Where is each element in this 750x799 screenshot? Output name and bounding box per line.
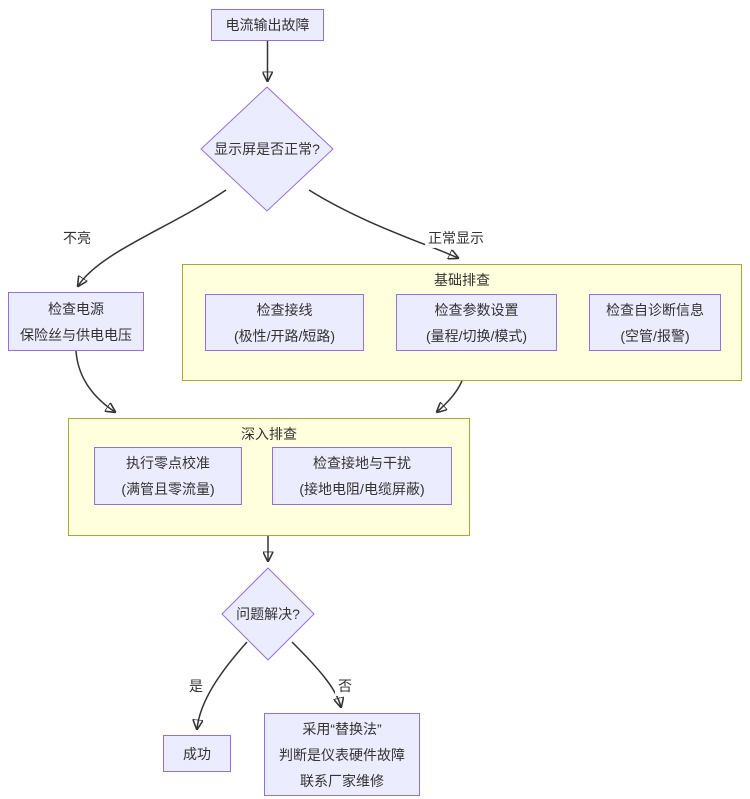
- check-wiring-line2: (极性/开路/短路): [233, 327, 336, 344]
- replacement-node: 采用“替换法” 判断是仪表硬件故障 联系厂家维修: [264, 713, 420, 796]
- replacement-line1: 采用“替换法”: [302, 720, 382, 737]
- check-wiring-node: 检查接线 (极性/开路/短路): [205, 294, 364, 351]
- check-params-line1: 检查参数设置: [434, 301, 519, 318]
- check-grounding-node: 检查接地与干扰 (接地电阻/电缆屏蔽): [272, 447, 452, 505]
- zero-calibration-node: 执行零点校准 (满管且零流量): [94, 447, 242, 505]
- edge-label-not-lit: 不亮: [60, 228, 94, 248]
- replacement-line2: 判断是仪表硬件故障: [279, 746, 405, 763]
- problem-solved-decision: 问题解决?: [221, 567, 315, 661]
- display-check-decision: 显示屏是否正常?: [200, 86, 334, 212]
- display-check-label: 显示屏是否正常?: [214, 141, 320, 157]
- success-node: 成功: [163, 735, 231, 772]
- problem-solved-label: 问题解决?: [236, 606, 300, 622]
- check-selfdiag-line2: (空管/报警): [620, 327, 690, 344]
- check-selfdiag-node: 检查自诊断信息 (空管/报警): [589, 294, 721, 351]
- replacement-line3: 联系厂家维修: [300, 772, 384, 789]
- edge-power-to-deep-group: [75, 350, 115, 412]
- check-power-line2: 保险丝与供电电压: [20, 326, 132, 343]
- edge-basic-group-to-deep-group: [437, 380, 463, 412]
- start-node-label: 电流输出故障: [225, 17, 310, 33]
- edge-label-normal-display: 正常显示: [425, 228, 487, 248]
- check-params-node: 检查参数设置 (量程/切换/模式): [396, 294, 557, 351]
- zero-calibration-line2: (满管且零流量): [121, 481, 215, 497]
- check-params-line2: (量程/切换/模式): [425, 327, 528, 344]
- diamond-shape: [200, 86, 334, 212]
- diamond-shape: [221, 567, 315, 661]
- check-power-line1: 检查电源: [48, 300, 104, 317]
- check-wiring-line1: 检查接线: [256, 301, 313, 318]
- zero-calibration-line1: 执行零点校准: [126, 455, 210, 471]
- start-node: 电流输出故障: [211, 9, 324, 41]
- edge-label-no: 否: [335, 676, 355, 696]
- check-selfdiag-line1: 检查自诊断信息: [606, 301, 704, 318]
- check-power-node: 检查电源 保险丝与供电电压: [8, 292, 144, 351]
- basic-check-group-title: 基础排查: [434, 272, 490, 288]
- check-grounding-line2: (接地电阻/电缆屏蔽): [299, 481, 425, 497]
- edge-label-yes: 是: [186, 676, 206, 696]
- success-label: 成功: [183, 745, 211, 762]
- deep-check-group-title: 深入排查: [241, 426, 297, 442]
- check-grounding-line1: 检查接地与干扰: [313, 455, 411, 471]
